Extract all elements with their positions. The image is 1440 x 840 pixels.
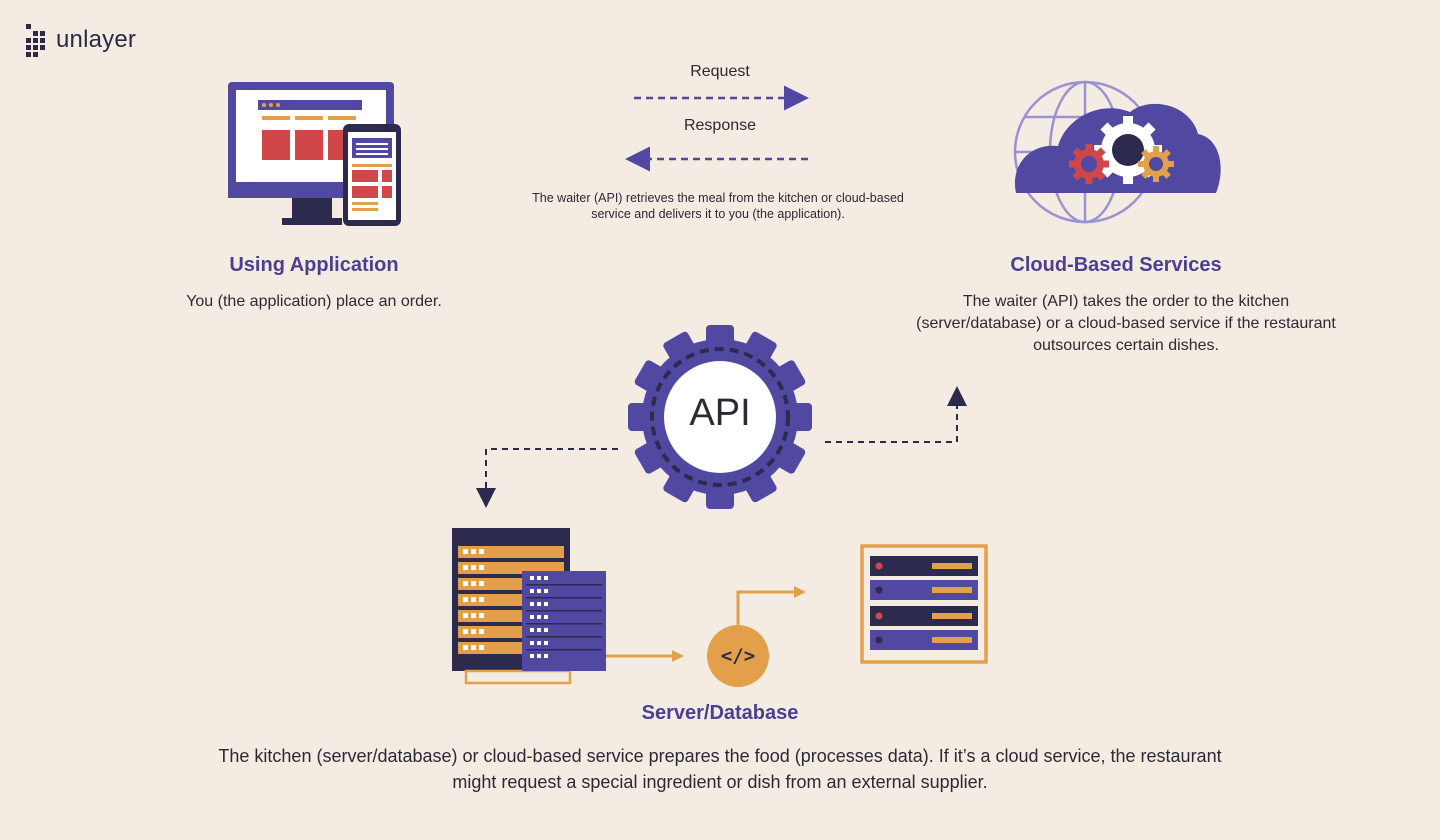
request-label: Request [690,63,750,80]
brand-logo: unlayer [24,22,136,58]
data-flow-arrowhead [794,586,806,598]
server-description: The kitchen (server/database) or cloud-b… [218,746,1222,792]
brand-name: unlayer [56,26,137,53]
server-rack-icon [452,528,606,685]
server-title: Server/Database [641,702,799,724]
external-server-icon [860,544,988,664]
api-gear-icon [628,325,812,509]
application-description: You (the application) place an order. [186,293,442,310]
data-flow-arrowhead [672,650,684,662]
cloud-title: Cloud-Based Services [1010,254,1222,276]
cloud-gear-globe-icon [1013,80,1221,224]
application-icon [228,82,401,226]
api-to-server-arrow [476,448,618,508]
code-badge-icon [707,625,769,687]
api-to-cloud-arrow [825,386,967,443]
code-label: </> [720,645,756,667]
cloud-description: The waiter (API) takes the order to the … [916,293,1336,354]
api-label: API [689,392,751,434]
response-label: Response [683,117,757,134]
application-title: Using Application [229,254,399,276]
response-note: The waiter (API) retrieves the meal from… [532,191,904,221]
unlayer-logo-icon [26,24,45,57]
data-flow-lines [606,590,796,658]
